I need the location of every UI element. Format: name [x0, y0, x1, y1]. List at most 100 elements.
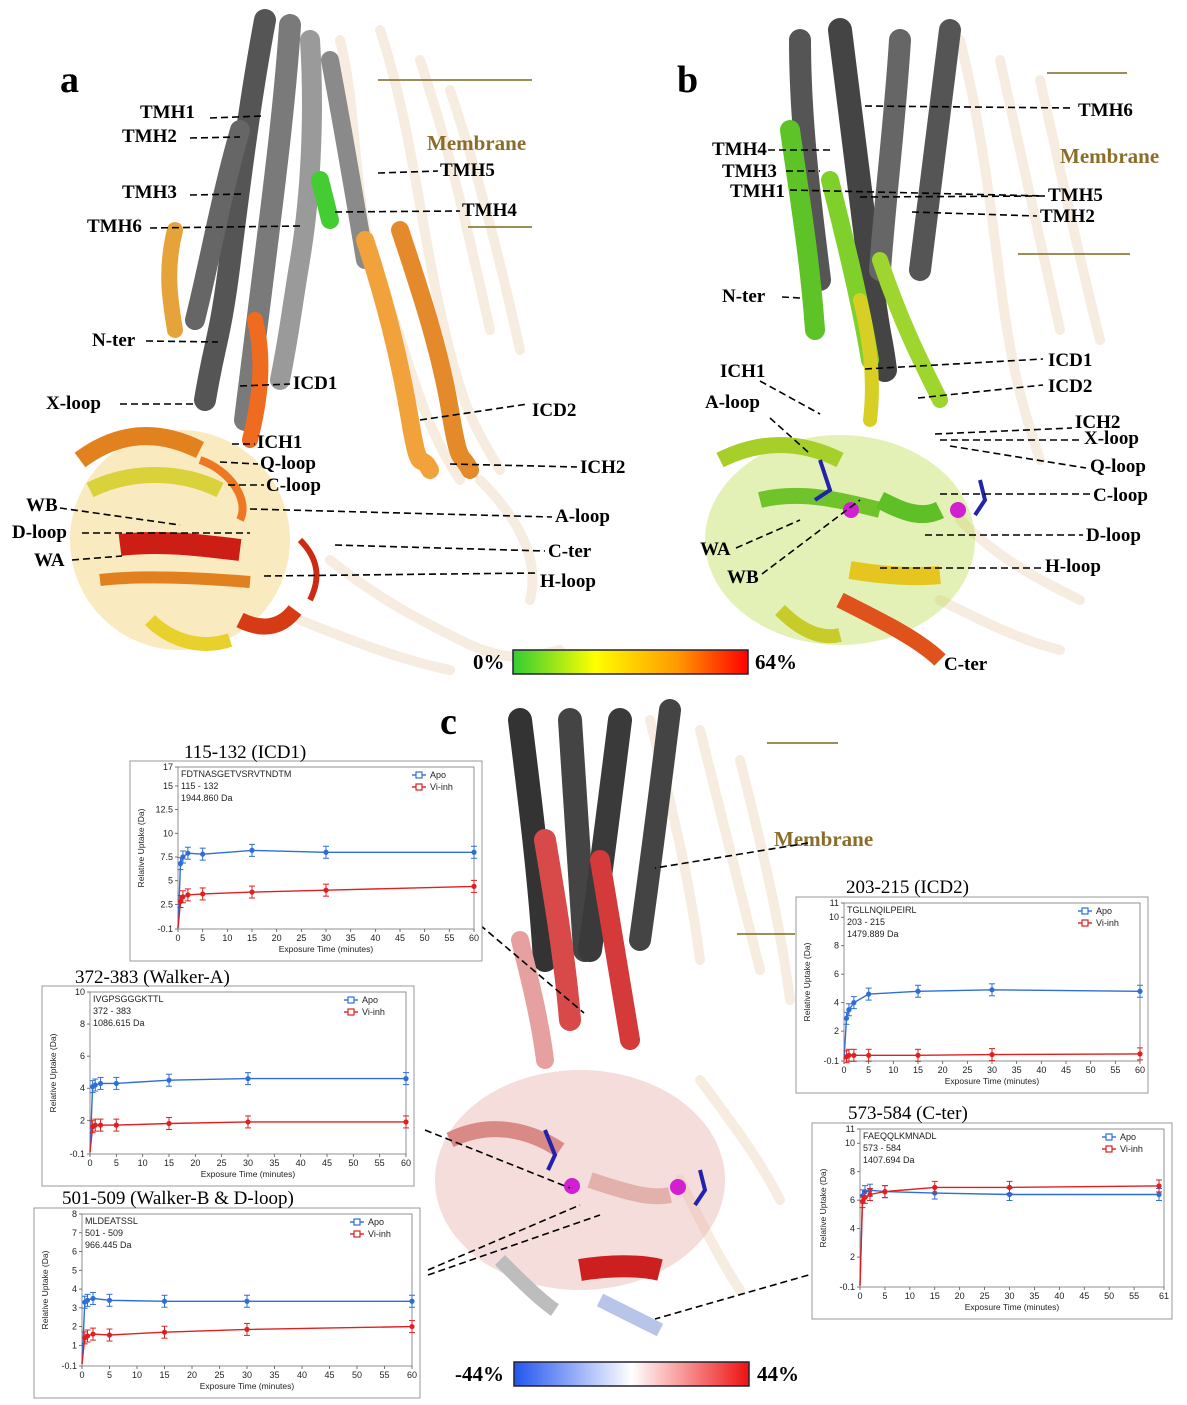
scale-c-min: -44%: [455, 1362, 504, 1386]
x-tick-label: 40: [296, 1158, 306, 1168]
y-tick-label: 8: [72, 1209, 77, 1219]
x-tick-label: 40: [1054, 1291, 1064, 1301]
y-tick-label: 6: [72, 1247, 77, 1257]
structure-label: ICH2: [1075, 412, 1120, 433]
structure-label: ICD2: [532, 400, 576, 421]
plot-title: 115-132 (ICD1): [184, 742, 306, 763]
data-point: [882, 1189, 888, 1195]
y-tick-label: 7: [72, 1228, 77, 1238]
panel-c-background-structure: [645, 715, 795, 1295]
x-tick-label: 20: [272, 933, 282, 943]
x-tick-label: 55: [379, 1370, 389, 1380]
panel-b-letter: b: [677, 59, 698, 101]
leader-line: [419, 403, 529, 421]
data-point: [244, 1298, 250, 1304]
x-tick-label: 10: [138, 1158, 148, 1168]
peptide-info: 1407.694 Da: [863, 1155, 915, 1165]
x-tick-label: 5: [114, 1158, 119, 1168]
structure-label: N-ter: [92, 330, 136, 351]
data-point: [866, 991, 872, 997]
x-tick-label: 0: [841, 1065, 846, 1075]
scale-ab-min: 0%: [473, 650, 505, 674]
data-point: [97, 1080, 104, 1087]
data-point: [843, 1015, 850, 1021]
y-tick-label: 10: [845, 1138, 855, 1148]
x-tick-label: 0: [175, 933, 180, 943]
data-point: [244, 1326, 250, 1333]
x-tick-label: 30: [242, 1370, 252, 1380]
structure-label: Q-loop: [260, 453, 316, 474]
data-point: [915, 988, 921, 994]
y-axis-label: Relative Uptake (Da): [802, 942, 812, 1021]
plot-area: [843, 902, 1141, 1062]
structure-label: ICD2: [1048, 376, 1092, 397]
data-point: [106, 1297, 113, 1303]
data-point: [403, 1119, 409, 1125]
x-tick-label: 25: [980, 1291, 990, 1301]
x-tick-label: 30: [243, 1158, 253, 1168]
y-axis-label: Relative Uptake (Da): [40, 1250, 50, 1329]
panel-c-membrane-label: Membrane: [774, 827, 873, 851]
y-tick-label: 10: [75, 987, 85, 997]
x-tick-label: 55: [375, 1158, 385, 1168]
leader-line: [219, 461, 259, 465]
leader-line: [789, 189, 1046, 197]
x-tick-label: 50: [1104, 1291, 1114, 1301]
structure-label: TMH1: [730, 181, 785, 202]
panel-b-membrane-label: Membrane: [1060, 144, 1159, 168]
structure-label: ICH2: [580, 457, 625, 478]
x-tick-label: 5: [107, 1370, 112, 1380]
structure-label: ICH1: [720, 361, 765, 382]
legend-label: Apo: [1120, 1132, 1136, 1142]
structure-label: N-ter: [722, 286, 766, 307]
data-point: [409, 1323, 415, 1330]
y-tick-label: 8: [850, 1167, 855, 1177]
x-tick-label: 50: [348, 1158, 358, 1168]
legend-label: Vi-inh: [430, 782, 453, 792]
x-tick-label: 20: [187, 1370, 197, 1380]
peptide-info: 203 - 215: [847, 917, 885, 927]
leader-line: [377, 170, 439, 174]
data-point: [471, 849, 477, 855]
x-tick-label: 45: [1079, 1291, 1089, 1301]
data-point: [200, 851, 206, 857]
data-point: [177, 861, 184, 867]
structure-label: C-ter: [944, 654, 988, 675]
leader-line: [759, 380, 821, 415]
data-point: [1137, 1051, 1143, 1057]
peptide-info: 1944.860 Da: [181, 793, 233, 803]
data-point: [1156, 1191, 1162, 1198]
x-tick-label: 45: [324, 1370, 334, 1380]
panel-a-tm-helices: [161, 9, 479, 479]
panel-c-connectors: [424, 842, 841, 1320]
leader-line: [735, 519, 801, 549]
y-tick-label: 4: [80, 1083, 85, 1093]
y-tick-label: -0.1: [69, 1149, 85, 1159]
data-point: [180, 854, 186, 860]
y-tick-label: -0.1: [839, 1282, 855, 1292]
data-point: [84, 1297, 91, 1303]
x-tick-label: 5: [200, 933, 205, 943]
structure-label: TMH5: [440, 160, 495, 181]
peptide-info: TGLLNQILPEIRL: [847, 905, 917, 915]
peptide-info: 372 - 383: [93, 1006, 131, 1016]
x-axis-label: Exposure Time (minutes): [201, 1169, 296, 1179]
plot-area: [81, 1213, 413, 1367]
leader-line: [239, 383, 291, 387]
peptide-info: 501 - 509: [85, 1228, 123, 1238]
x-tick-label: 50: [1086, 1065, 1096, 1075]
x-tick-label: 25: [214, 1370, 224, 1380]
data-point: [92, 1122, 98, 1128]
structure-label: WB: [26, 495, 58, 516]
x-tick-label: 40: [1036, 1065, 1046, 1075]
x-tick-label: 45: [1061, 1065, 1071, 1075]
data-point: [249, 889, 255, 895]
x-tick-label: 45: [322, 1158, 332, 1168]
structure-label: A-loop: [705, 392, 760, 413]
y-tick-label: 7.5: [160, 852, 173, 862]
legend-label: Vi-inh: [368, 1229, 391, 1239]
leader-line: [864, 358, 1044, 370]
x-axis-label: Exposure Time (minutes): [945, 1076, 1040, 1086]
